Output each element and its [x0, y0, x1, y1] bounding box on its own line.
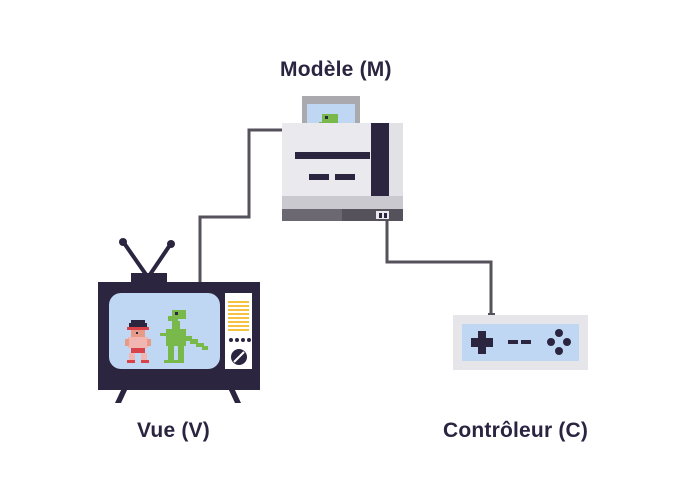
retro-tv-icon	[98, 238, 260, 403]
controller-port-pin-1	[379, 213, 382, 218]
dino-eye	[325, 116, 328, 119]
reset-button	[335, 174, 355, 180]
dinosaur-eye	[175, 312, 178, 315]
action-buttons-icon	[547, 329, 571, 355]
tv-speaker-grille	[228, 301, 249, 331]
controller-port	[376, 211, 389, 219]
console-stripe	[282, 196, 403, 209]
console-side-highlight	[389, 123, 403, 209]
tv-leg-right	[228, 388, 241, 403]
controller-port-pin-2	[384, 213, 387, 218]
console-dark-side	[371, 123, 389, 209]
wire-model-to-controller	[385, 221, 493, 316]
antenna-right	[147, 243, 172, 278]
pixel-character-icon	[125, 320, 151, 363]
pixel-dinosaur-icon	[160, 310, 208, 363]
antenna-left-tip	[119, 238, 127, 246]
game-console-icon	[282, 96, 403, 221]
tv-buttons	[229, 338, 251, 342]
controller-label: Contrôleur (C)	[443, 419, 589, 442]
cartridge-slot	[295, 152, 370, 159]
antenna-right-tip	[167, 240, 175, 248]
antenna-base	[131, 273, 167, 282]
console-base-light	[282, 209, 342, 221]
tv-knob-mark	[233, 351, 245, 363]
view-label: Vue (V)	[137, 419, 210, 442]
power-button	[309, 174, 329, 180]
select-button	[508, 340, 518, 344]
model-label: Modèle (M)	[280, 58, 392, 81]
gamepad-icon	[453, 315, 588, 370]
wire-model-to-view	[198, 128, 282, 282]
dpad-icon	[471, 331, 493, 354]
start-button	[521, 340, 531, 344]
antenna-left	[122, 241, 149, 278]
tv-screen	[109, 293, 220, 369]
tv-leg-left	[115, 388, 128, 403]
